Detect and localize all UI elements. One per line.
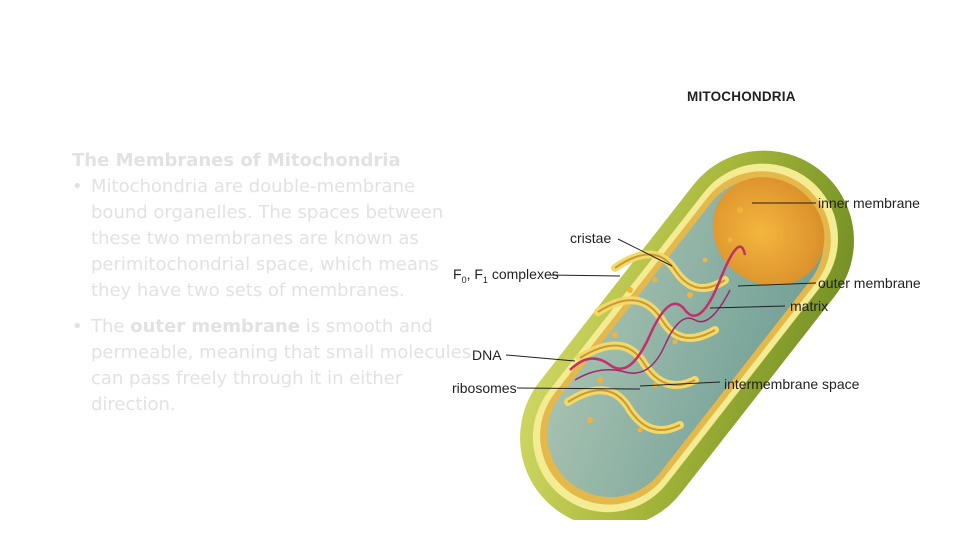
label-outer-membrane: outer membrane [818,275,921,291]
outer-membrane-shape [520,150,854,520]
label-dna: DNA [472,347,502,363]
bullet-dot: • [72,176,83,197]
slide-heading: The Membranes of Mitochondria [72,150,401,171]
text-content: The Membranes of Mitochondria • Mitochond… [72,148,472,418]
label-matrix: matrix [790,298,829,314]
ribosome-granules [587,207,743,433]
leader-lines [505,202,817,390]
label-inner-membrane: inner membrane [818,195,920,211]
figure-title: MITOCHONDRIA [687,89,796,104]
bullet-item: • Mitochondria are double-membrane bound … [72,174,472,304]
bullet-item: • The outer membrane is smooth and permea… [72,314,472,418]
label-intermembrane-space: intermembrane space [724,376,860,392]
mitochondria-figure: MITOCHONDRIA cristae F0, F1 complexes DN… [440,80,940,520]
label-complexes: F0, F1 complexes [453,266,559,285]
dna-strand [569,245,747,371]
bullet-text: Mitochondria are double-membrane bound o… [91,176,444,301]
label-ribosomes: ribosomes [452,380,517,396]
bullet-text: is smooth and permeable, meaning that sm… [91,316,472,415]
label-cristae: cristae [570,230,612,246]
bullet-dot: • [72,316,83,337]
bullet-bold-term: outer membrane [130,316,300,337]
mitochondria-diagram [505,150,854,520]
bullet-text: The [91,316,131,337]
